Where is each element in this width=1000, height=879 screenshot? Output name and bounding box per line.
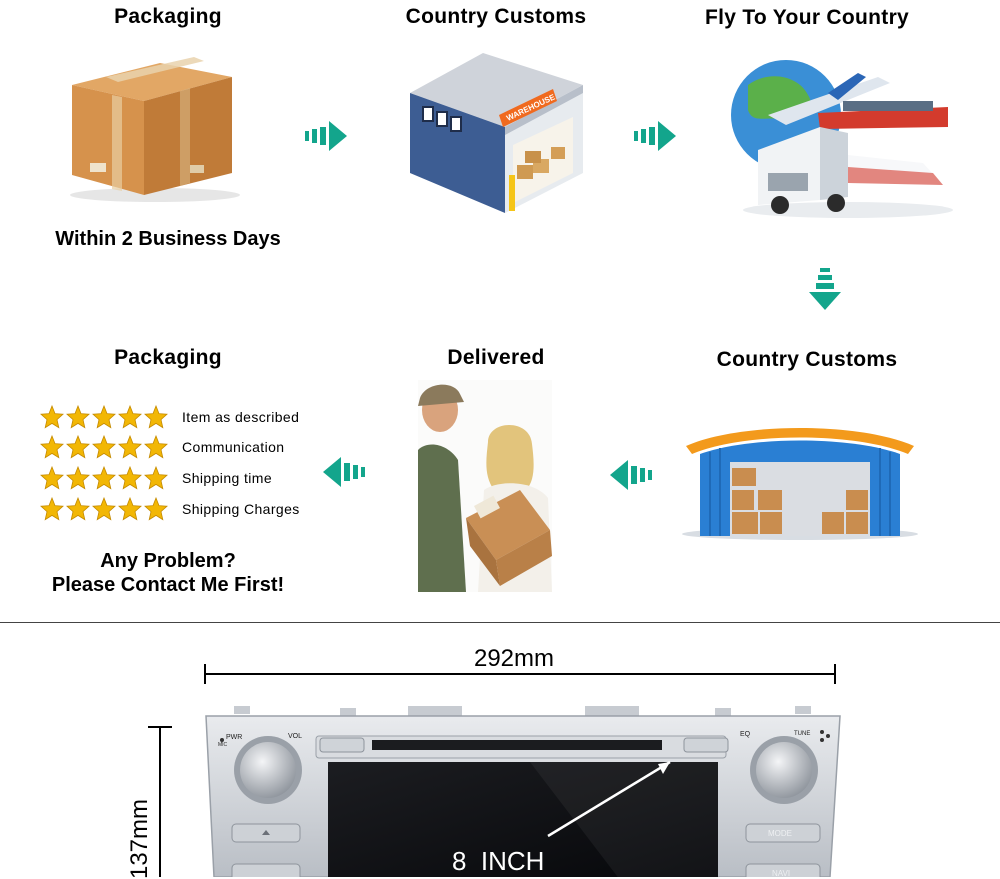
tune-label: TUNE xyxy=(794,731,811,737)
rating-row: Shipping Charges xyxy=(40,496,300,522)
teal-flow-arrow-icon xyxy=(305,121,347,151)
step-title-country-customs: Country Customs xyxy=(405,5,587,28)
teal-flow-arrow-icon xyxy=(809,268,841,310)
star-icon xyxy=(66,497,90,521)
vol-label: VOL xyxy=(288,733,303,740)
star-icon xyxy=(66,435,90,459)
rating-row: Shipping time xyxy=(40,465,272,491)
star-row xyxy=(40,435,168,459)
mode-button-label: MODE xyxy=(768,829,792,838)
star-icon xyxy=(118,435,142,459)
star-icon xyxy=(40,405,64,429)
pwr-label: PWR xyxy=(226,734,243,741)
step-title-packaging: Packaging xyxy=(114,5,222,28)
cardboard-box-image xyxy=(60,55,245,205)
screen-size-label: 8 INCH xyxy=(452,846,545,876)
star-icon xyxy=(40,497,64,521)
car-stereo-head-unit: PWR MIC VOL EQ TUNE MODE NAVI 8 INCH xyxy=(200,702,845,877)
rating-row: Item as described xyxy=(40,404,299,430)
step-title-packaging-feedback: Packaging xyxy=(114,346,222,369)
section-divider xyxy=(0,622,1000,623)
eq-label: EQ xyxy=(740,731,751,738)
star-icon xyxy=(40,435,64,459)
star-icon xyxy=(92,405,116,429)
star-icon xyxy=(40,466,64,490)
teal-flow-arrow-icon xyxy=(323,457,365,487)
teal-flow-arrow-icon xyxy=(610,460,652,490)
warehouse-image: WAREHOUSE xyxy=(405,45,590,220)
rating-label: Communication xyxy=(182,439,285,455)
mic-label: MIC xyxy=(218,742,228,748)
star-icon xyxy=(66,466,90,490)
star-icon xyxy=(92,435,116,459)
rating-label: Shipping Charges xyxy=(182,501,300,517)
star-row xyxy=(40,405,168,429)
step-title-delivered: Delivered xyxy=(447,346,545,369)
star-icon xyxy=(144,466,168,490)
width-dimension-line xyxy=(204,664,836,684)
star-icon xyxy=(92,466,116,490)
packaging-time-caption: Within 2 Business Days xyxy=(55,228,281,250)
rating-row: Communication xyxy=(40,434,284,460)
star-icon xyxy=(144,405,168,429)
star-icon xyxy=(144,435,168,459)
navi-button-label: NAVI xyxy=(772,869,791,877)
star-icon xyxy=(118,466,142,490)
blue-warehouse-image xyxy=(680,412,920,542)
rating-label: Shipping time xyxy=(182,470,273,486)
rating-label: Item as described xyxy=(182,409,300,425)
star-row xyxy=(40,466,168,490)
star-row xyxy=(40,497,168,521)
step-title-fly-to-your-country: Fly To Your Country xyxy=(704,6,910,29)
star-icon xyxy=(118,497,142,521)
step-title-country-customs-2: Country Customs xyxy=(716,348,898,371)
star-icon xyxy=(118,405,142,429)
courier-delivery-photo xyxy=(418,380,552,592)
contact-line-2: Please Contact Me First! xyxy=(51,574,285,596)
height-dimension-label: 137mm xyxy=(126,798,154,879)
star-icon xyxy=(66,405,90,429)
global-transport-image xyxy=(708,55,963,225)
teal-flow-arrow-icon xyxy=(634,121,676,151)
star-icon xyxy=(144,497,168,521)
height-dimension-line xyxy=(148,726,172,877)
contact-line-1: Any Problem? xyxy=(100,550,236,572)
width-dimension-label: 292mm xyxy=(473,645,555,672)
star-icon xyxy=(92,497,116,521)
